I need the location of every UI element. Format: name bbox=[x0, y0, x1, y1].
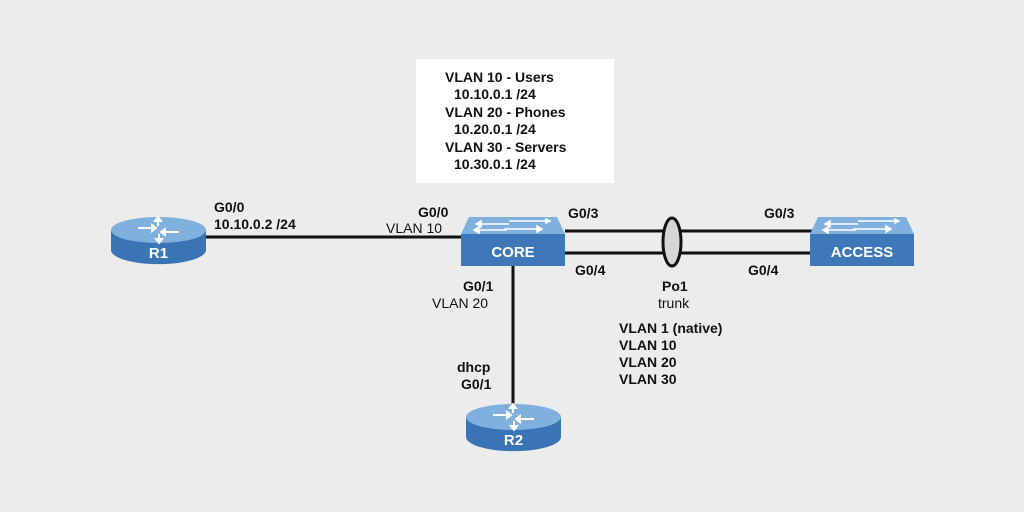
vlan-info-line: 10.30.0.1 /24 bbox=[454, 156, 536, 172]
trunk-vlan-item: VLAN 20 bbox=[619, 354, 677, 370]
vlan-info-line: VLAN 30 - Servers bbox=[445, 139, 567, 155]
r1-interface-label: G0/0 bbox=[214, 199, 245, 215]
core-g04-label: G0/4 bbox=[575, 262, 606, 278]
device-label: CORE bbox=[491, 244, 535, 261]
core-g01-label: G0/1 bbox=[463, 278, 494, 294]
vlan-info-line: 10.20.0.1 /24 bbox=[454, 121, 536, 137]
device-label: R2 bbox=[503, 432, 524, 449]
device-label: ACCESS bbox=[830, 244, 894, 261]
router-icon bbox=[466, 402, 561, 452]
port-channel-icon bbox=[661, 216, 683, 268]
vlan-info-line: VLAN 20 - Phones bbox=[445, 104, 566, 120]
core-g00-label: G0/0 bbox=[418, 204, 449, 220]
trunk-vlan-item: VLAN 1 (native) bbox=[619, 320, 723, 336]
switch-access[interactable]: ACCESS bbox=[808, 217, 916, 267]
access-g04-label: G0/4 bbox=[748, 262, 779, 278]
core-g03-label: G0/3 bbox=[568, 205, 599, 221]
r2-interface-label: G0/1 bbox=[461, 376, 492, 392]
router-r1[interactable]: R1 bbox=[110, 215, 207, 266]
r1-ip-label: 10.10.0.2 /24 bbox=[214, 216, 296, 232]
vlan-info-box: VLAN 10 - Users 10.10.0.1 /24 VLAN 20 - … bbox=[416, 59, 614, 183]
switch-core[interactable]: CORE bbox=[459, 217, 567, 267]
port-channel-mode: trunk bbox=[658, 295, 690, 311]
vlan-info-line: 10.10.0.1 /24 bbox=[454, 86, 536, 102]
trunk-vlan-list: VLAN 1 (native) VLAN 10 VLAN 20 VLAN 30 bbox=[619, 320, 722, 388]
access-g03-label: G0/3 bbox=[764, 205, 795, 221]
router-r2[interactable]: R2 bbox=[465, 402, 562, 453]
device-label: R1 bbox=[148, 245, 169, 262]
trunk-vlan-item: VLAN 30 bbox=[619, 371, 677, 387]
core-g00-vlan-label: VLAN 10 bbox=[386, 220, 443, 236]
switch-icon bbox=[810, 217, 914, 266]
trunk-vlan-item: VLAN 10 bbox=[619, 337, 677, 353]
r2-address-label: dhcp bbox=[457, 359, 491, 375]
switch-icon bbox=[461, 217, 565, 266]
vlan-info-line: VLAN 10 - Users bbox=[445, 69, 554, 85]
core-g01-vlan-label: VLAN 20 bbox=[432, 295, 489, 311]
port-channel-name: Po1 bbox=[662, 278, 688, 294]
router-icon bbox=[111, 215, 206, 265]
